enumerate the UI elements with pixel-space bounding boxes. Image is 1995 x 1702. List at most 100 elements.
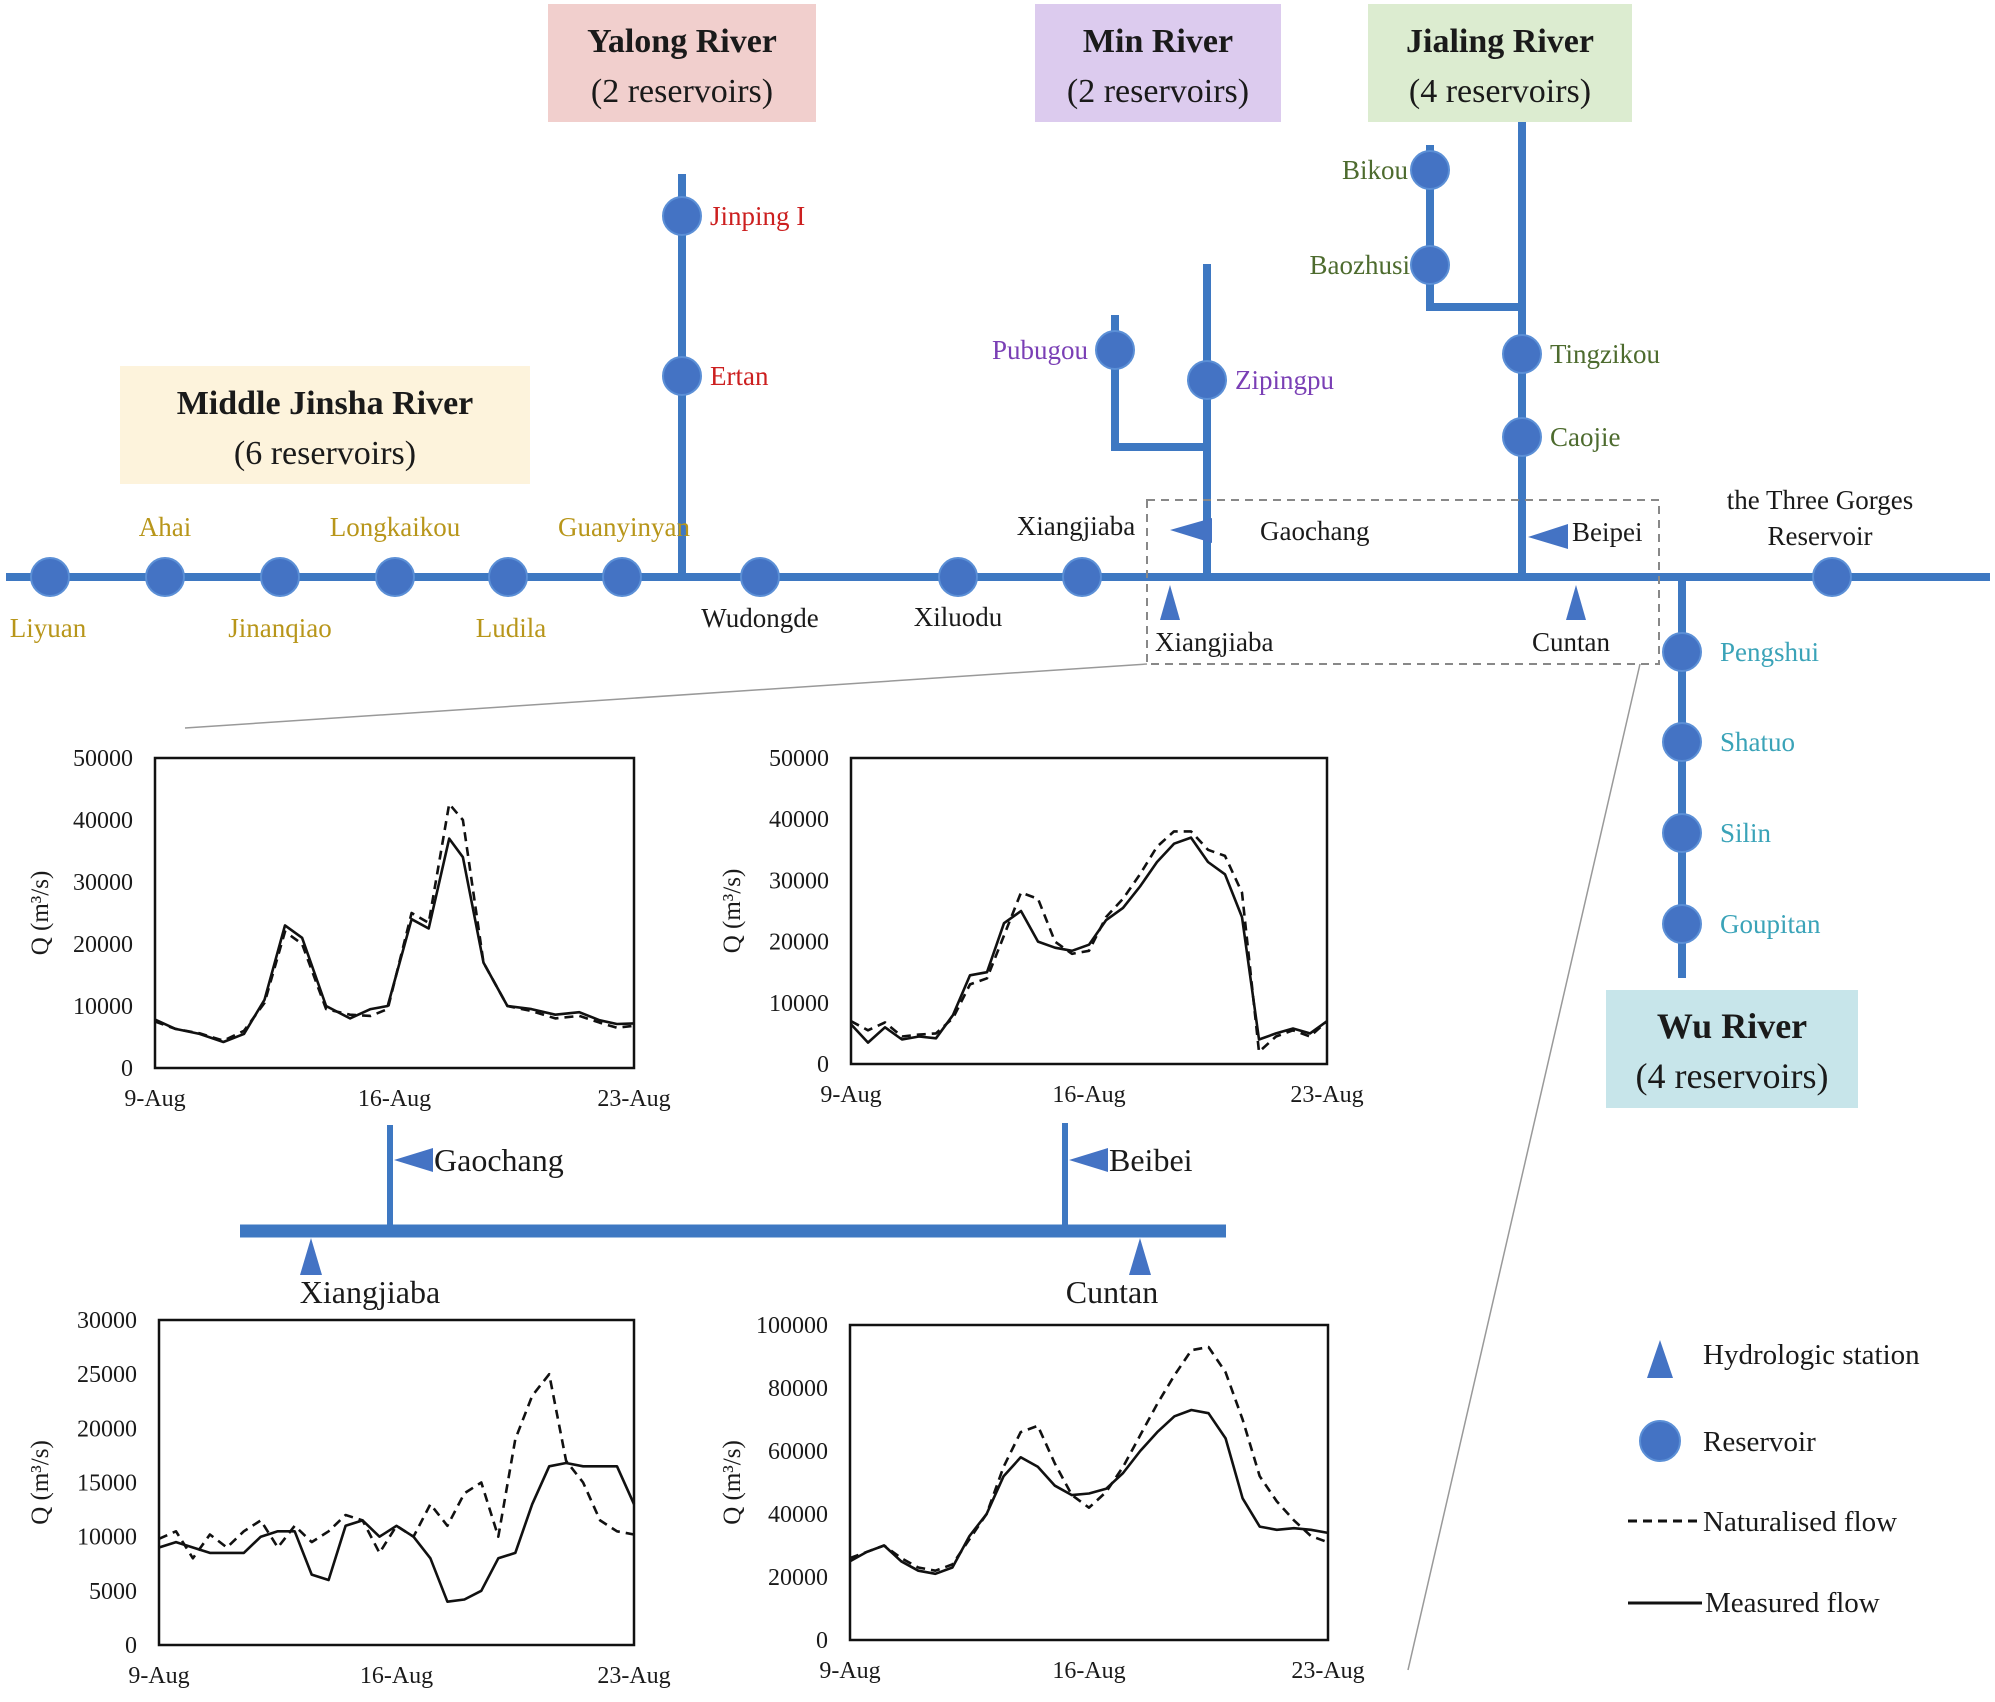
region-box-min-bg [1035, 4, 1281, 122]
label-bikou: Bikou [1342, 155, 1409, 185]
legend-reservoir-icon [1639, 1420, 1681, 1462]
y-tick-label: 25000 [77, 1362, 137, 1388]
label-wudongde: Wudongde [701, 603, 818, 633]
label-ertan: Ertan [710, 361, 769, 391]
label-pubugou: Pubugou [992, 335, 1089, 365]
reservoir-longkaikou [375, 557, 415, 597]
region-title-wu: Wu River [1657, 1006, 1807, 1046]
reservoir-pengshui [1662, 632, 1702, 672]
legend-station-icon [1647, 1340, 1673, 1378]
x-tick-label: 9-Aug [819, 1658, 880, 1684]
region-box-yalong: Yalong River (2 reservoirs) [548, 4, 816, 122]
y-tick-label: 0 [125, 1633, 137, 1659]
region-subtitle-jinsha: (6 reservoirs) [234, 435, 416, 472]
reservoir-liyuan [30, 557, 70, 597]
y-tick-label: 10000 [769, 991, 829, 1017]
label-longkaikou: Longkaikou [330, 512, 461, 542]
y-tick-label: 100000 [756, 1313, 828, 1339]
naturalised-flow-line [158, 1372, 635, 1560]
x-tick-label: 23-Aug [1290, 1082, 1363, 1108]
y-axis-label: Q (m³/s) [719, 1440, 746, 1525]
y-tick-label: 10000 [77, 1525, 137, 1551]
x-tick-label: 16-Aug [360, 1663, 433, 1689]
y-tick-label: 20000 [769, 930, 829, 956]
region-box-jinsha-bg [120, 366, 530, 484]
y-tick-label: 50000 [73, 746, 133, 772]
y-tick-label: 20000 [768, 1565, 828, 1591]
legend-reservoir-label: Reservoir [1703, 1426, 1816, 1458]
label-three-gorges-1: the Three Gorges [1727, 485, 1913, 515]
label-xiluodu: Xiluodu [914, 602, 1003, 632]
chart-frame [849, 756, 1329, 1066]
reservoir-jinping [662, 196, 702, 236]
reservoir-xiluodu [938, 557, 978, 597]
measured-flow-line [849, 1408, 1329, 1576]
region-subtitle-min: (2 reservoirs) [1067, 73, 1249, 110]
station-gaochang-marker [1170, 518, 1212, 543]
reservoir-guanyinyan [602, 557, 642, 597]
station-label-beipei: Beipei [1572, 517, 1642, 547]
y-tick-label: 30000 [769, 868, 829, 894]
region-box-min: Min River (2 reservoirs) [1035, 4, 1281, 122]
station-label-gaochang: Gaochang [1260, 516, 1369, 546]
naturalised-flow-line [849, 1345, 1329, 1572]
chart-frame [157, 1318, 636, 1647]
label-guanyinyan: Guanyinyan [558, 512, 690, 542]
legend-measured-label: Measured flow [1705, 1587, 1880, 1619]
zoom-schematic: Gaochang Beibei Xiangjiaba Cuntan [240, 1123, 1226, 1310]
legend: Hydrologic station Reservoir Naturalised… [1628, 1339, 1920, 1619]
y-tick-label: 40000 [769, 807, 829, 833]
y-axis-label: Q (m³/s) [27, 1440, 54, 1525]
station-label-xiangjiaba: Xiangjiaba [1155, 627, 1273, 657]
region-title-min: Min River [1083, 23, 1233, 60]
region-box-jinsha: Middle Jinsha River (6 reservoirs) [120, 366, 530, 484]
label-jinping: Jinping I [710, 201, 805, 231]
label-three-gorges-2: Reservoir [1768, 521, 1873, 551]
reservoir-shatuo [1662, 722, 1702, 762]
reservoir-jinanqiao [260, 557, 300, 597]
reservoir-xiangjiaba [1062, 557, 1102, 597]
x-tick-label: 16-Aug [1052, 1658, 1125, 1684]
reservoir-markers [30, 150, 1852, 944]
label-baozhusi: Baozhusi [1310, 250, 1411, 280]
zoom-label-beibei: Beibei [1109, 1142, 1193, 1178]
y-tick-label: 50000 [769, 746, 829, 772]
y-tick-label: 15000 [77, 1471, 137, 1497]
region-title-jinsha: Middle Jinsha River [177, 385, 474, 422]
chart-frame [848, 1323, 1330, 1642]
region-subtitle-yalong: (2 reservoirs) [591, 73, 773, 110]
chart-frame [153, 756, 636, 1070]
reservoir-tingzikou [1502, 334, 1542, 374]
y-tick-label: 20000 [73, 932, 133, 958]
y-tick-label: 0 [817, 1052, 829, 1078]
measured-flow-line [158, 1461, 636, 1603]
reservoir-baozhusi [1410, 245, 1450, 285]
zoom-station-beibei-marker [1069, 1148, 1108, 1172]
region-subtitle-jialing: (4 reservoirs) [1409, 73, 1591, 110]
region-box-jialing: Jialing River (4 reservoirs) [1368, 4, 1632, 122]
y-tick-label: 80000 [768, 1376, 828, 1402]
reservoir-pubugou [1095, 330, 1135, 370]
region-title-yalong: Yalong River [587, 23, 777, 60]
y-tick-label: 30000 [73, 870, 133, 896]
x-tick-label: 9-Aug [820, 1082, 881, 1108]
reservoir-three-gorges [1812, 557, 1852, 597]
y-tick-label: 20000 [77, 1416, 137, 1442]
y-tick-label: 0 [816, 1628, 828, 1654]
reservoir-zipingpu [1187, 360, 1227, 400]
station-xiangjiaba-marker [1160, 585, 1180, 620]
zoom-station-gaochang-marker [394, 1148, 433, 1172]
label-ahai: Ahai [139, 512, 191, 542]
reservoir-wudongde [740, 557, 780, 597]
legend-station-label: Hydrologic station [1703, 1339, 1920, 1371]
x-tick-label: 9-Aug [128, 1663, 189, 1689]
label-pengshui: Pengshui [1720, 637, 1819, 667]
zoom-connector-left [184, 663, 1148, 729]
label-goupitan: Goupitan [1720, 909, 1821, 939]
region-box-wu-bg [1606, 990, 1858, 1108]
measured-flow-line [154, 837, 635, 1044]
reservoir-ludila [488, 557, 528, 597]
label-caojie: Caojie [1550, 422, 1620, 452]
